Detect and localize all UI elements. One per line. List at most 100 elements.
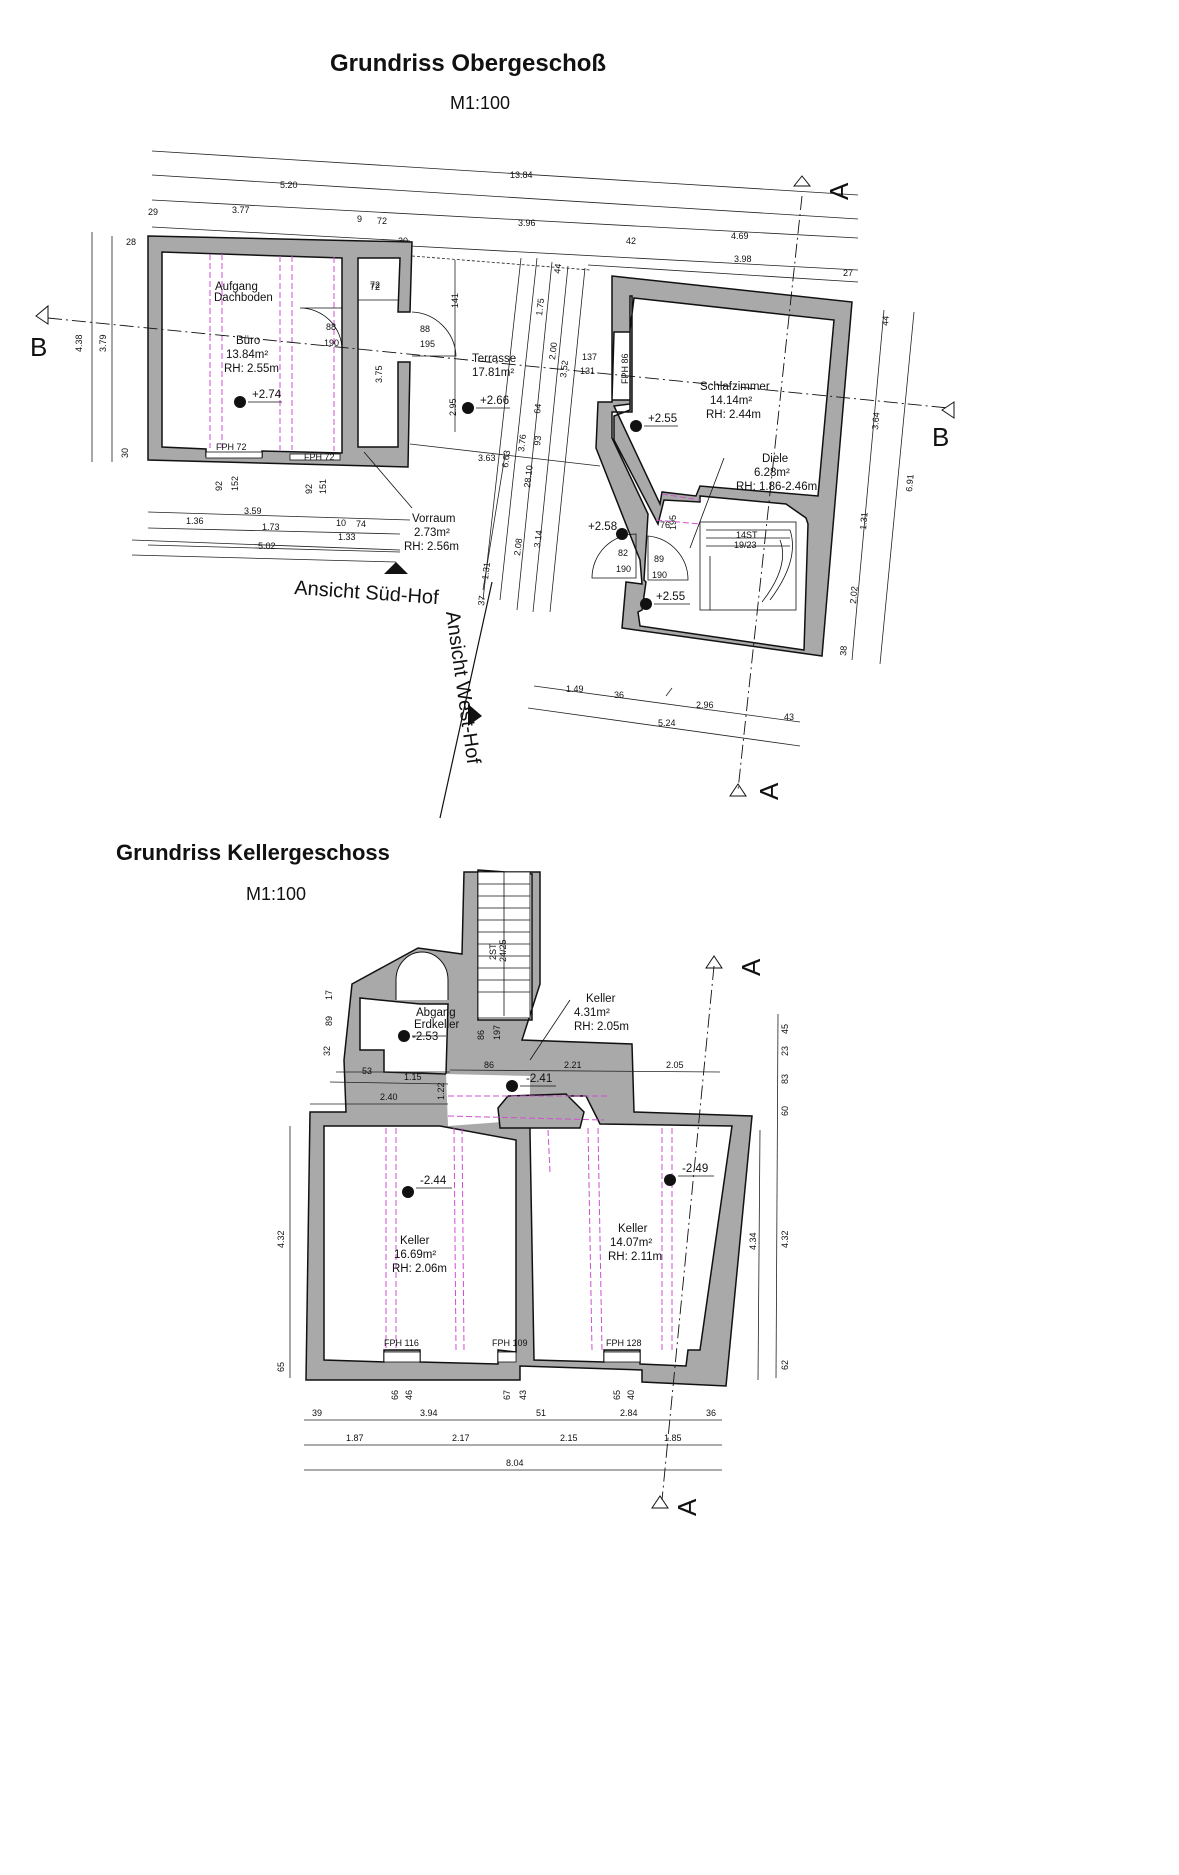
plan-label: 8.04: [506, 1458, 524, 1468]
plan-label: 2.96: [696, 700, 714, 710]
plan-label: 3.59: [244, 506, 262, 516]
plan-label: 2.84: [620, 1408, 638, 1418]
basement-window-labels: FPH 116 FPH 109 FPH 128: [384, 1338, 642, 1348]
basement-section-markers: A A: [651, 955, 766, 1516]
window: [205, 451, 263, 459]
dim-label: 72: [377, 216, 387, 226]
window: [289, 453, 341, 461]
level-marker-icon: [616, 528, 628, 540]
room-height: RH: 2.56m: [404, 541, 459, 553]
upper-lower-right-dimension-labels: 1.49 36 2.96 43 5.24: [566, 684, 794, 728]
plan-label: 1.31: [858, 512, 869, 530]
level-marker-icon: [234, 396, 246, 408]
basement-title: Grundriss Kellergeschoss: [116, 840, 390, 865]
section-triangle-icon: [705, 955, 723, 969]
room-name: Diele: [762, 453, 788, 465]
plan-label: FPH 116: [384, 1338, 419, 1348]
room-height: RH: 2.55m: [224, 363, 279, 375]
plan-label: 4.32: [276, 1230, 286, 1248]
arched-entry: [395, 951, 449, 1000]
room-name: Vorraum: [412, 513, 455, 525]
level-label: +2.58: [588, 521, 617, 533]
plan-label: 93: [532, 435, 543, 446]
dim-label: 72: [370, 280, 380, 290]
room-area: 16.69m²: [394, 1249, 436, 1261]
section-triangle-icon: [792, 175, 812, 187]
plan-label: 82: [618, 548, 628, 558]
plan-label: 36: [706, 1408, 716, 1418]
ceiling-beams-buero: [209, 254, 335, 451]
room-name: Terrasse: [472, 353, 516, 365]
plan-label: 44: [552, 263, 563, 274]
ceiling-beams-basement: [385, 1095, 673, 1351]
dim-label: 4.69: [731, 231, 749, 241]
dim-label: 30: [398, 236, 408, 246]
plan-label: 1.36: [186, 516, 204, 526]
dim-label: 3.77: [232, 205, 250, 215]
plan-label: 1.15: [404, 1072, 422, 1082]
basement-section-line: [661, 965, 715, 1501]
plan-label: 89: [324, 1016, 334, 1026]
plan-label: 2.00: [547, 342, 559, 361]
room-name: Keller: [586, 993, 616, 1005]
plan-label: FPH 128: [606, 1338, 642, 1348]
door-swing: [411, 311, 457, 357]
section-markers: B B A A: [30, 175, 955, 800]
plan-label: 141: [450, 293, 460, 308]
section-mark-b-left: B: [30, 332, 47, 362]
level-marker-icon: [462, 402, 474, 414]
section-mark-a-top: A: [736, 958, 766, 976]
plan-label: 2.95: [448, 398, 458, 416]
section-triangle-icon: [729, 783, 747, 797]
plan-label: 195: [420, 339, 435, 349]
level-label: +2.74: [252, 389, 282, 401]
room-height: RH: 2.06m: [392, 1263, 447, 1275]
plan-label: 195: [668, 515, 678, 530]
upper-bottom-dimension-lines: [131, 511, 411, 563]
plan-label: 67: [502, 1390, 512, 1400]
plan-label: 2.02: [848, 586, 859, 604]
stair-diele: [699, 521, 797, 611]
plan-label: 14ST: [736, 530, 758, 540]
plan-label: FPH 109: [492, 1338, 528, 1348]
plan-label: 3.52: [558, 360, 570, 379]
plan-label: 83: [780, 1074, 790, 1084]
level-marker-icon: [640, 598, 652, 610]
plan-label: 1.73: [262, 522, 280, 532]
room-area: 17.81m²: [472, 367, 514, 379]
section-mark-b-right: B: [932, 422, 949, 452]
dim-label: 29: [148, 207, 158, 217]
room-abgang-erdkeller: Abgang Erdkeller -2.53: [398, 1007, 460, 1043]
plan-label: 1.31: [480, 562, 492, 581]
room-keller-small: Keller 4.31m² RH: 2.05m: [529, 993, 629, 1061]
plan-label: 66: [390, 1390, 400, 1400]
aufgang-label: Aufgang: [215, 281, 258, 293]
plan-label: 38: [838, 645, 849, 656]
room-area: 2.73m²: [414, 527, 450, 539]
plan-label: 64: [532, 403, 543, 414]
plan-label: 4.34: [748, 1232, 758, 1250]
room-name: Keller: [400, 1235, 430, 1247]
plan-label: 24/25: [498, 939, 508, 962]
plan-label: 3.76: [516, 434, 528, 453]
plan-label: 76: [660, 520, 670, 530]
room-height: RH: 1.86-2.46m: [736, 481, 817, 493]
plan-label: 190: [616, 564, 631, 574]
plan-label: 92: [304, 484, 314, 494]
dim-label: 42: [626, 236, 636, 246]
room-name: Büro: [236, 335, 260, 347]
dim-label: 5.20: [280, 180, 298, 190]
plan-label: 2.17: [452, 1433, 470, 1443]
plan-label: 2.05: [666, 1060, 684, 1070]
plan-label: 39: [312, 1408, 322, 1418]
view-arrow-icon: [384, 562, 408, 574]
room-diele: Diele 6.28m² RH: 1.86-2.46m +2.58 +2.55: [588, 453, 817, 610]
schlafzimmer-walls: [595, 275, 853, 657]
stair-label: 14ST 19/23: [734, 530, 758, 550]
terrasse-dimension-labels: 141 3.75 2.95 3.63 1.75 2.00 3.52 44 64 …: [374, 263, 570, 606]
plan-label: 1.22: [436, 1082, 446, 1100]
plan-label: 17: [324, 990, 334, 1000]
plan-label: 2.08: [512, 538, 524, 557]
plan-label: 28.10: [522, 465, 535, 489]
